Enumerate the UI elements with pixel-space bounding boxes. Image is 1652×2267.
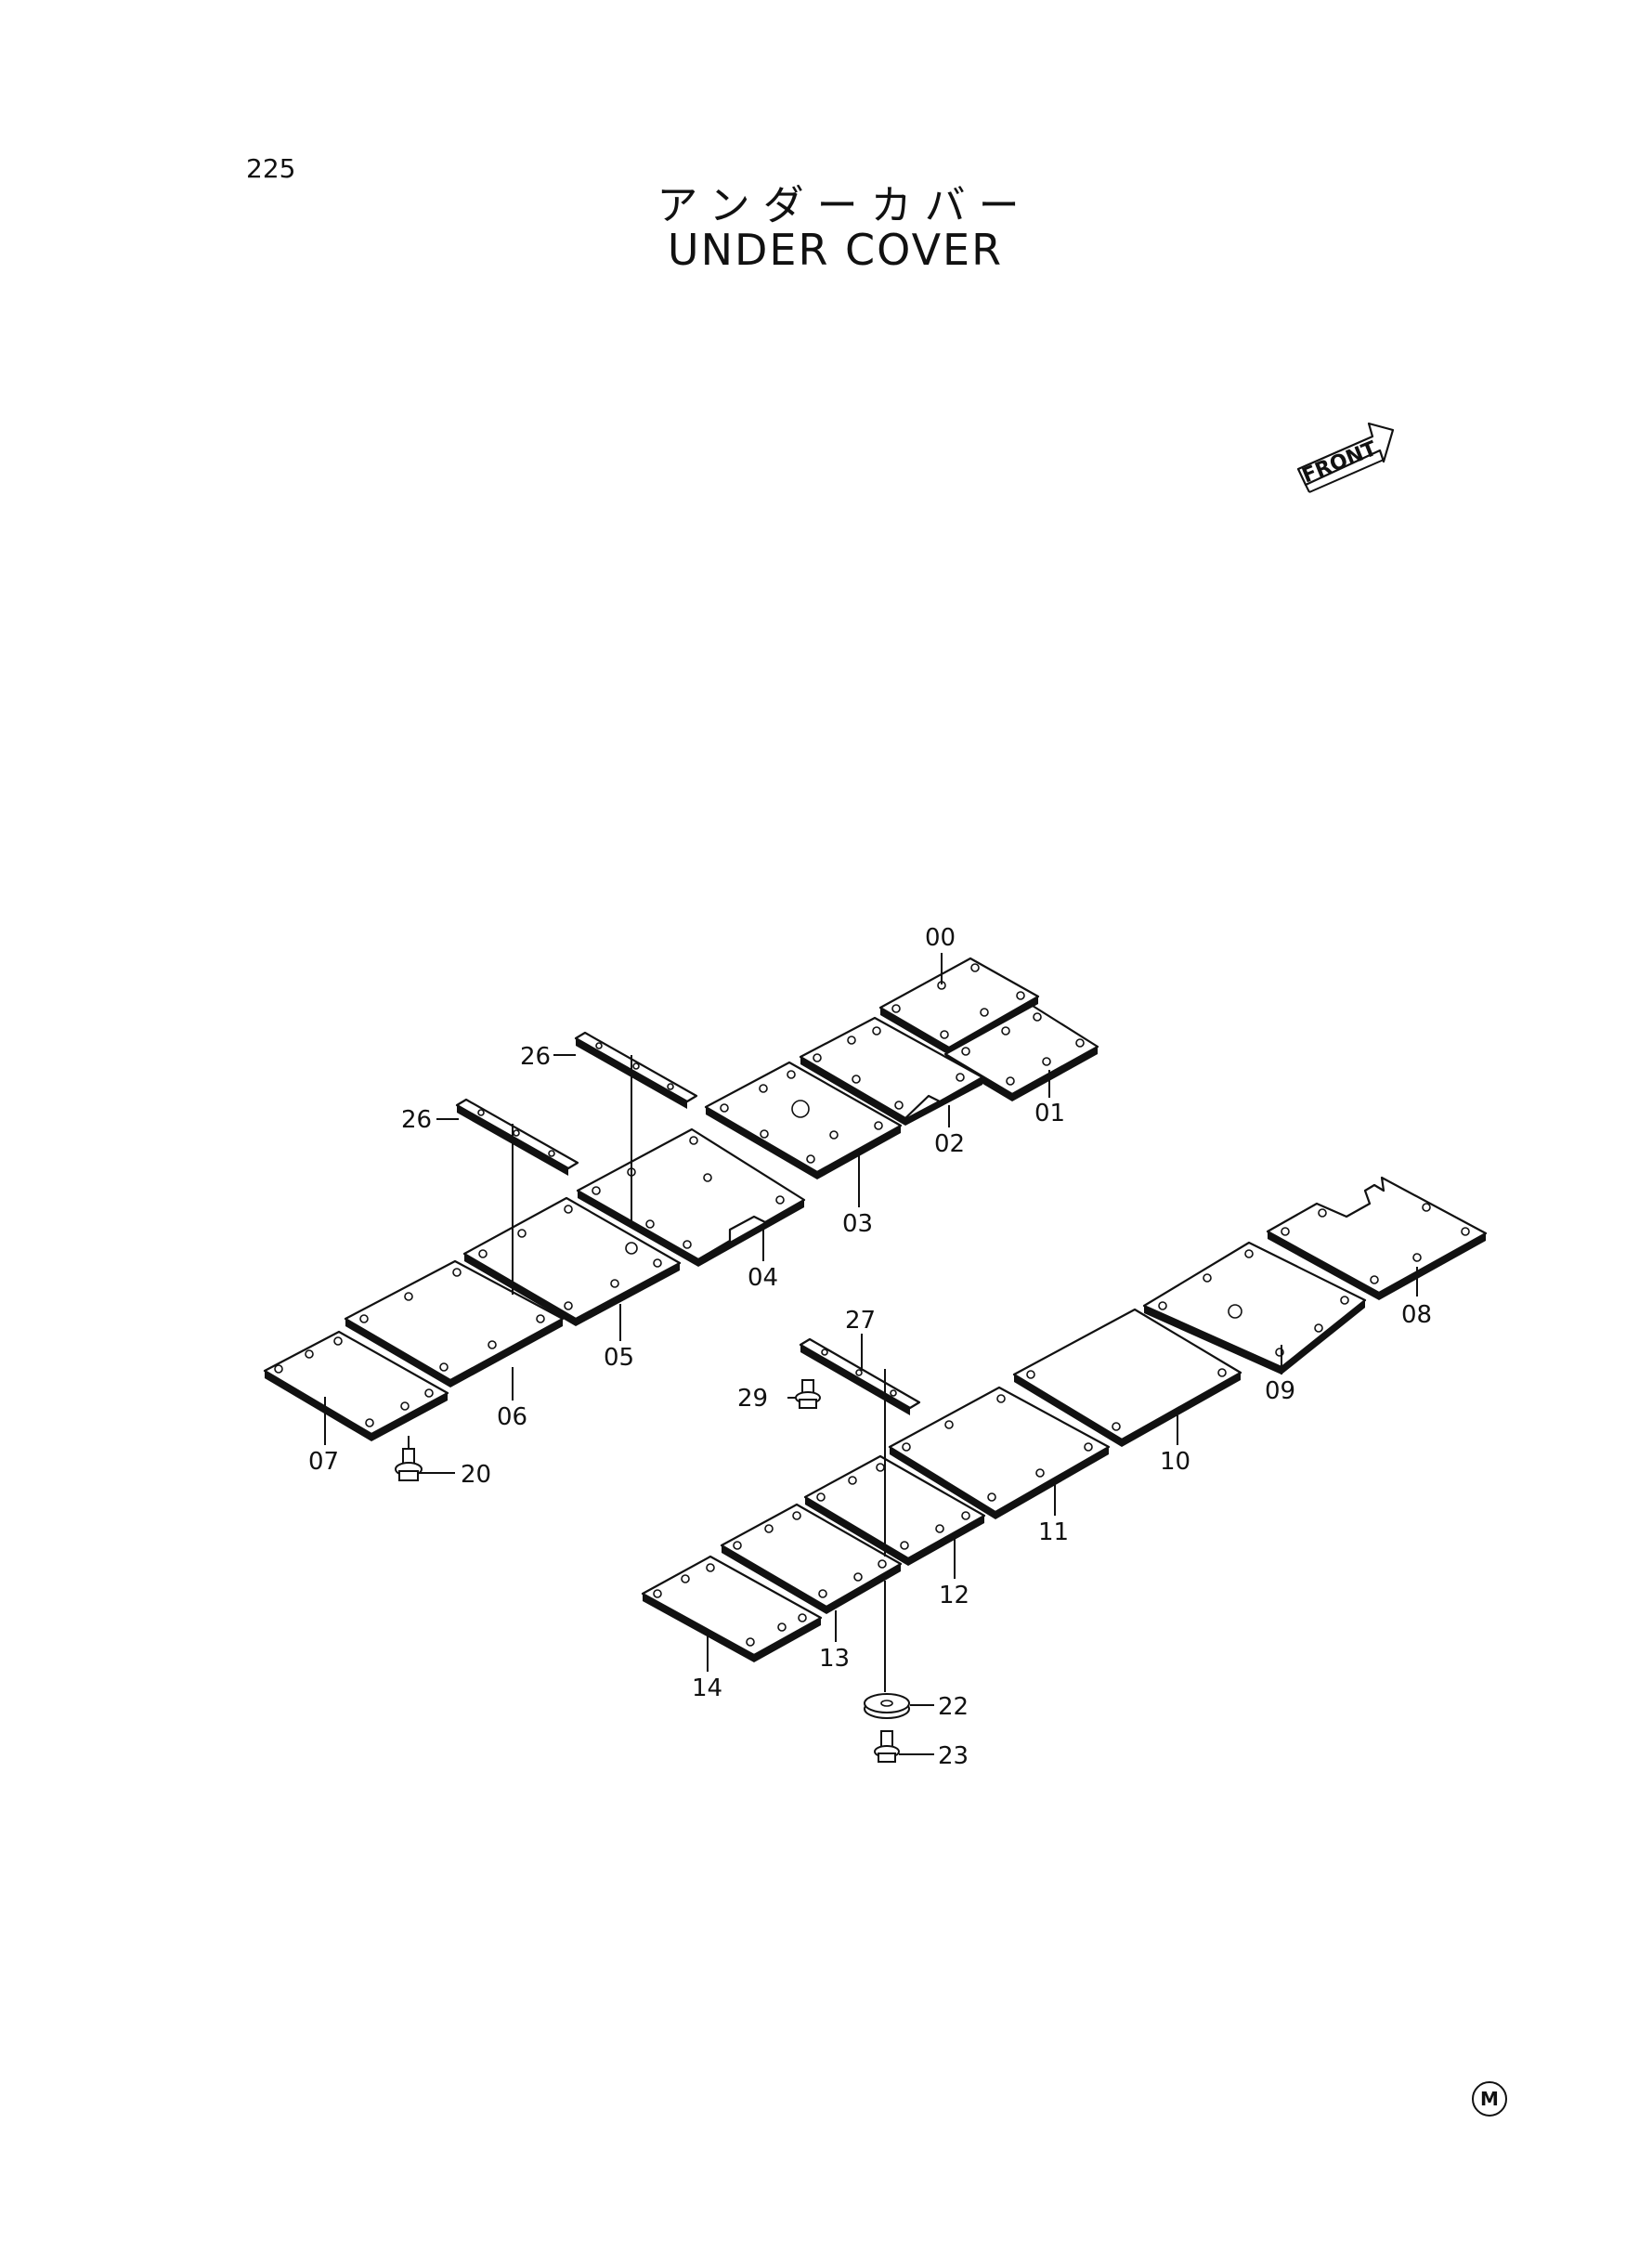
- manufacturer-mark: M: [1472, 2081, 1507, 2117]
- callout-07: 07: [308, 1448, 339, 1476]
- page-number: 225: [246, 153, 296, 184]
- callout-05: 05: [604, 1344, 634, 1372]
- title-english: UNDER COVER: [667, 225, 1004, 275]
- lower-cover-row: [641, 1176, 1488, 1662]
- callout-00: 00: [925, 924, 956, 952]
- callout-14: 14: [692, 1674, 722, 1702]
- cover-plate-08: [1266, 1176, 1488, 1300]
- cover-plate-07: [263, 1330, 449, 1441]
- cover-plate-13: [720, 1503, 903, 1614]
- callout-22: 22: [938, 1693, 969, 1721]
- cover-plate-04: [576, 1127, 806, 1267]
- title-japanese: アンダーカバー: [657, 182, 1033, 229]
- callout-10: 10: [1160, 1448, 1190, 1476]
- callout-23: 23: [938, 1742, 969, 1770]
- cover-plate-14: [641, 1555, 823, 1662]
- front-label: FRONT: [1299, 437, 1380, 489]
- cover-plate-11: [888, 1386, 1111, 1519]
- callout-26-lower: 26: [401, 1106, 432, 1134]
- callout-04: 04: [748, 1264, 778, 1292]
- washer-22-icon: [864, 1693, 910, 1719]
- callout-leaders: [324, 953, 1418, 1755]
- callout-13: 13: [819, 1645, 850, 1673]
- front-arrow-icon: FRONT: [1296, 422, 1395, 493]
- assembly-lines: [512, 1055, 886, 1692]
- callout-20: 20: [461, 1461, 491, 1489]
- rail-27: [799, 1337, 921, 1415]
- cover-plate-05: [462, 1196, 682, 1326]
- cover-plate-09: [1142, 1241, 1367, 1375]
- cover-plate-03: [704, 1061, 903, 1179]
- callout-29: 29: [737, 1385, 768, 1413]
- cover-plate-02: [799, 1016, 984, 1126]
- upper-cover-row: [263, 957, 1099, 1441]
- callout-12: 12: [939, 1582, 969, 1609]
- callout-11: 11: [1038, 1518, 1069, 1546]
- rail-26-upper: [574, 1031, 698, 1109]
- bolt-20-icon: [395, 1436, 423, 1481]
- cover-plate-06: [344, 1259, 565, 1388]
- bolt-29-icon: [795, 1379, 821, 1409]
- bolt-23-icon: [874, 1730, 900, 1763]
- cover-plate-10: [1012, 1308, 1242, 1447]
- callout-09: 09: [1265, 1377, 1295, 1405]
- callout-08: 08: [1401, 1301, 1432, 1329]
- callout-01: 01: [1034, 1100, 1065, 1127]
- cover-plate-12: [803, 1454, 986, 1566]
- callout-03: 03: [842, 1210, 873, 1238]
- rail-26-lower: [455, 1098, 579, 1176]
- callout-labels: 00 01 02 03 04 05 06 07 08 09 10 11 12 1…: [308, 924, 1432, 1770]
- callout-06: 06: [497, 1403, 527, 1431]
- callout-02: 02: [934, 1130, 965, 1158]
- callout-27: 27: [845, 1307, 876, 1335]
- callout-26-upper: 26: [520, 1043, 551, 1071]
